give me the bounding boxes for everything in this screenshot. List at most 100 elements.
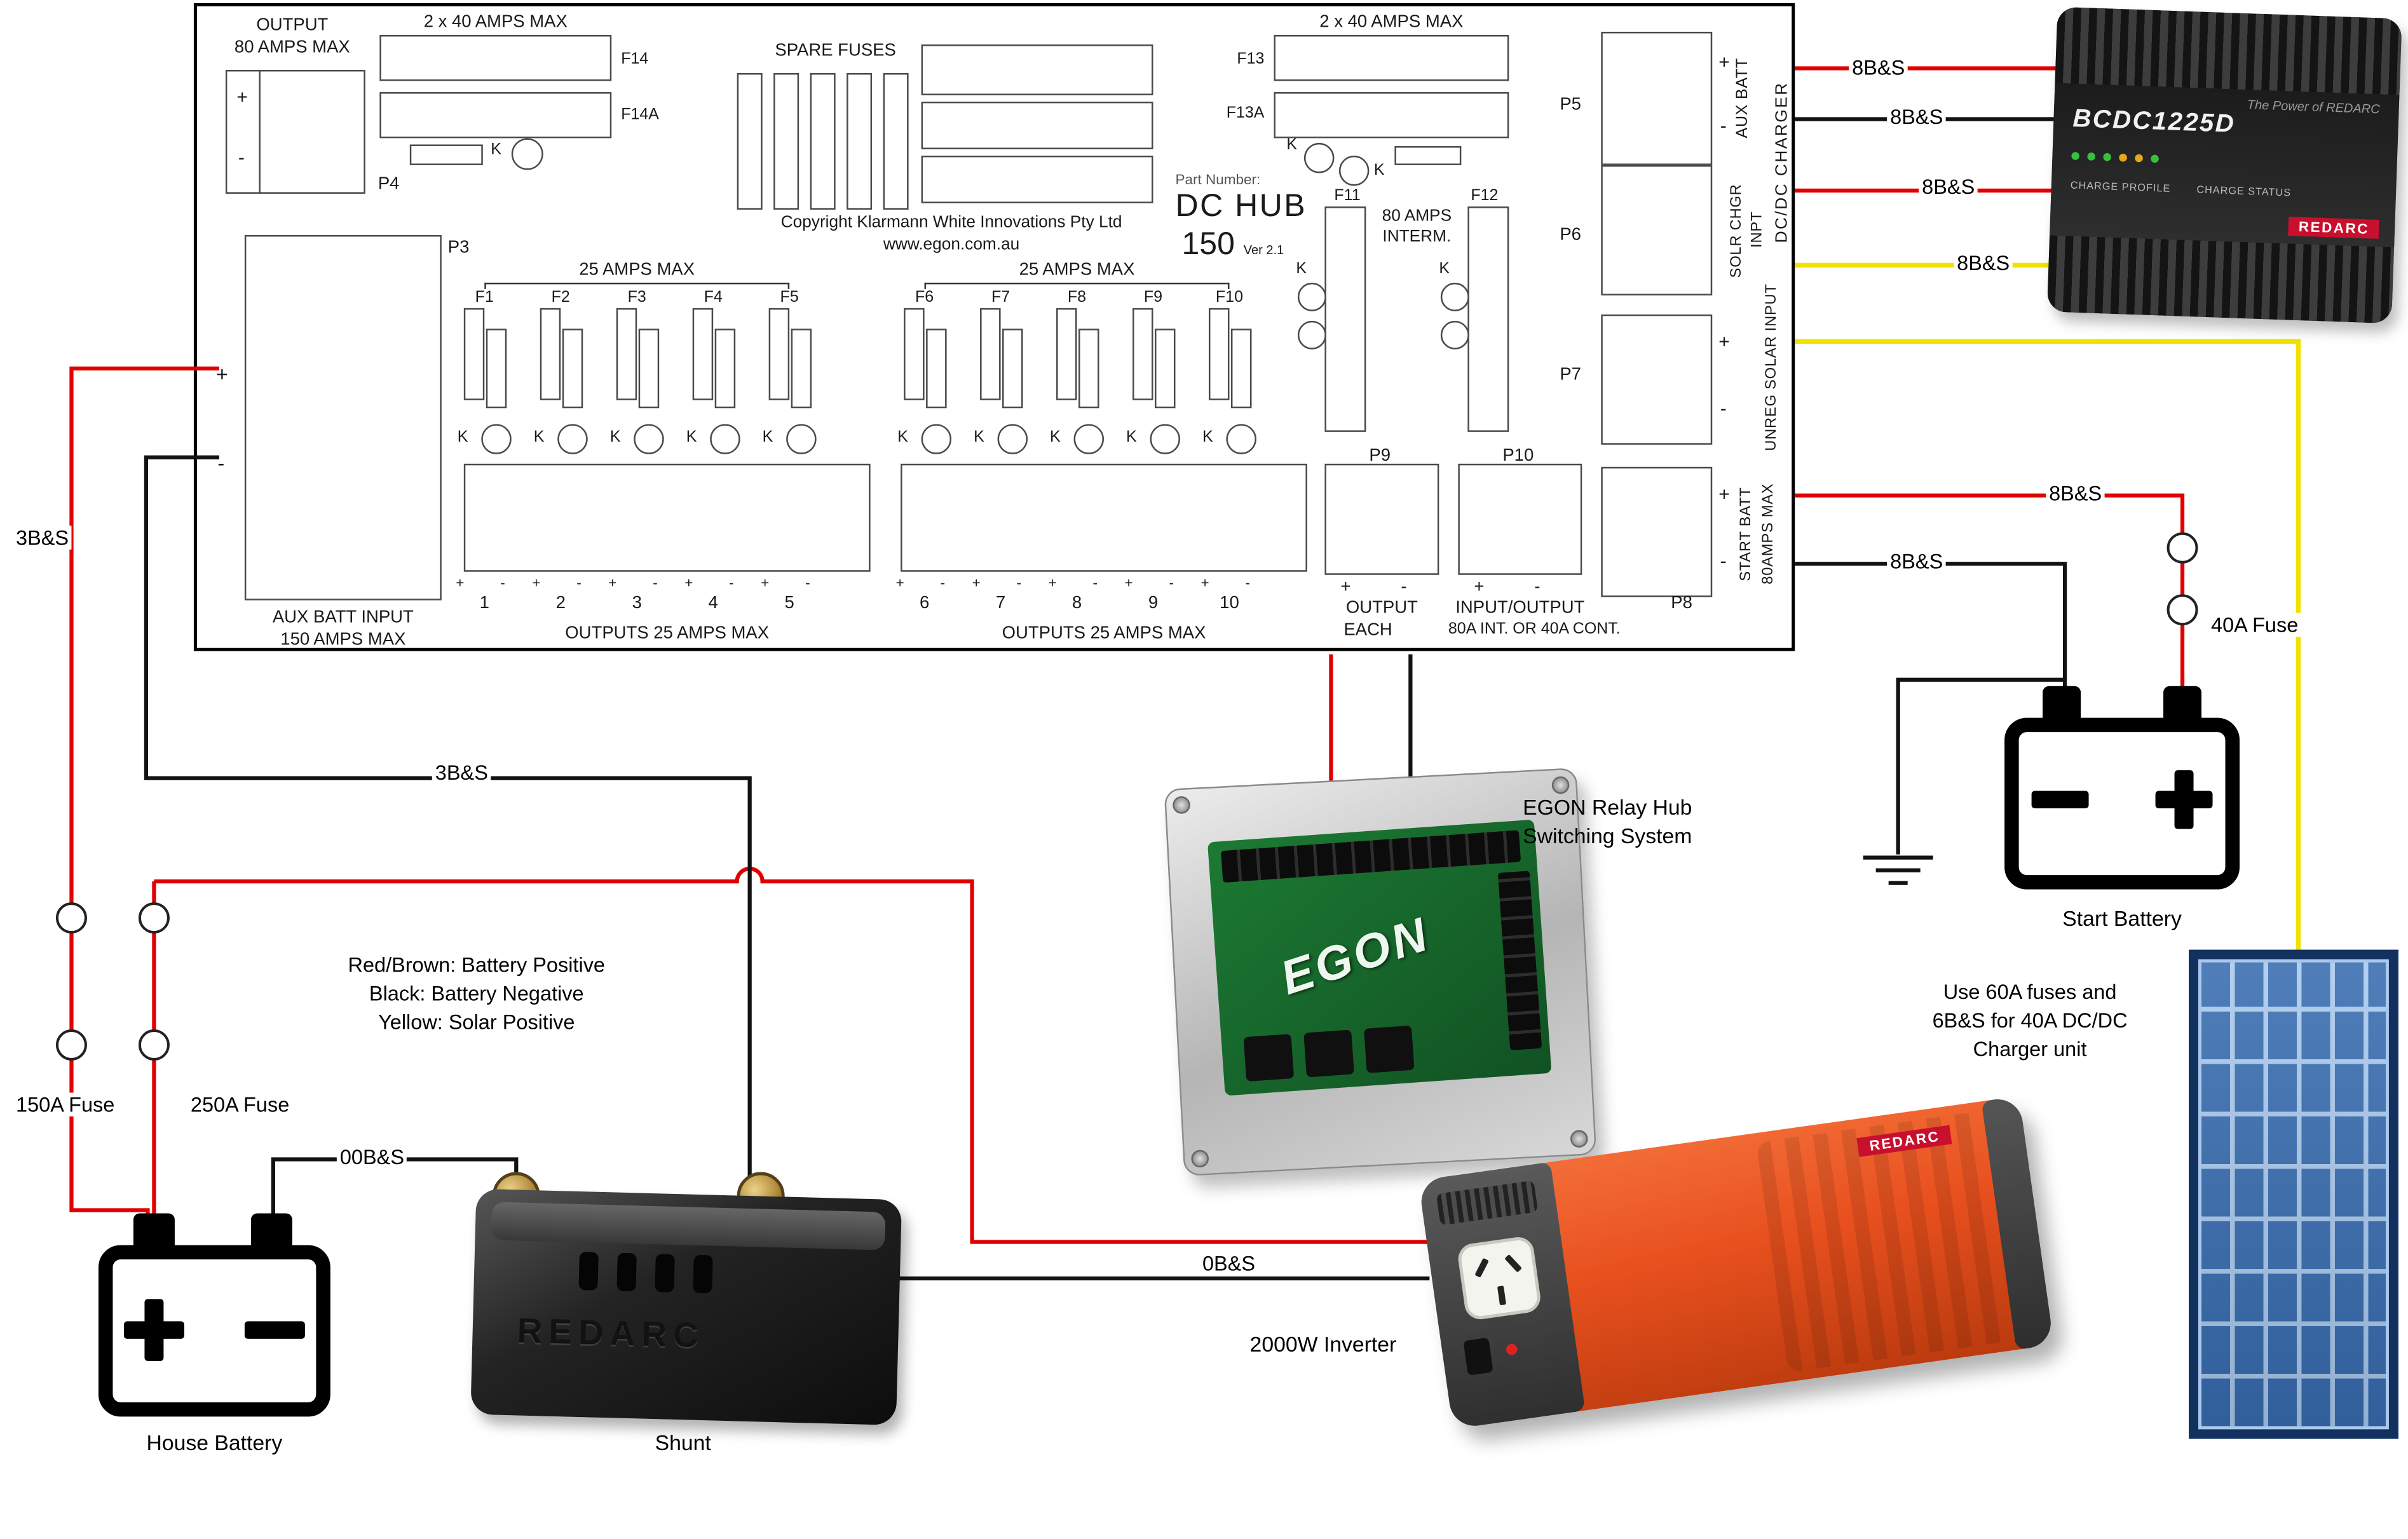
vent-grille xyxy=(1436,1180,1539,1226)
k-label: K xyxy=(686,428,697,447)
inverter-unit: REDARC xyxy=(1394,1061,2078,1474)
wire-ground-branch xyxy=(1896,677,2065,855)
p9-minus: - xyxy=(1401,578,1407,597)
p3-caption1: AUX BATT INPUT xyxy=(272,608,414,628)
k-label: K xyxy=(491,141,501,159)
p5-minus: - xyxy=(1720,114,1727,137)
connector-p6-label: P6 xyxy=(1560,225,1581,245)
fuse-250a-bottom xyxy=(138,1029,170,1061)
spare-fuse-box xyxy=(921,101,1153,149)
connector-p3-label: P3 xyxy=(447,238,470,257)
k-resistor xyxy=(409,144,483,165)
fuse-150a-label: 150A Fuse xyxy=(12,1092,118,1117)
k-circle xyxy=(511,138,543,170)
outlet-slot xyxy=(1504,1254,1522,1273)
fuse-150a-top xyxy=(55,902,87,934)
fuse-body xyxy=(562,329,583,409)
k-circle xyxy=(1297,282,1326,311)
k-circle xyxy=(557,424,588,454)
k-circle xyxy=(1226,424,1256,454)
fuse-body xyxy=(1002,329,1023,409)
wire-label-8bs: 8B&S xyxy=(1887,104,1947,129)
charger-fuse-line1: Use 60A fuses and xyxy=(1943,980,2117,1004)
wire-label-00bs: 00B&S xyxy=(336,1144,408,1169)
fuse-label: F6 xyxy=(915,288,934,307)
k-circle xyxy=(710,424,740,454)
charger-fuse-line2: 6B&S for 40A DC/DC xyxy=(1932,1008,2128,1033)
shunt-caption: Shunt xyxy=(655,1430,711,1455)
led-dot xyxy=(2103,153,2112,161)
p9-caption2: EACH xyxy=(1343,621,1392,641)
led-dot xyxy=(2071,152,2080,160)
connector-p5-label: P5 xyxy=(1560,95,1581,114)
shunt-slot xyxy=(655,1254,675,1292)
k-circle xyxy=(1297,320,1326,349)
k-label: K xyxy=(1126,428,1137,447)
battery-neg-post xyxy=(2043,686,2081,721)
fuse-body xyxy=(463,308,485,400)
shunt-slot xyxy=(693,1254,713,1294)
wire-inverter-pos xyxy=(154,867,1430,1244)
output-number: 7 xyxy=(995,593,1006,613)
color-code-line3: Yellow: Solar Positive xyxy=(378,1010,575,1034)
output-number: 9 xyxy=(1148,593,1159,613)
wire-label-8bs: 8B&S xyxy=(1954,250,2013,275)
fuse-body xyxy=(1230,329,1252,409)
minus-symbol xyxy=(2031,790,2089,809)
shunt-slot xyxy=(578,1252,599,1291)
output-number: 6 xyxy=(919,593,930,613)
charger-fins xyxy=(2046,235,2395,324)
fuse-label: F2 xyxy=(551,288,570,307)
k-circle xyxy=(634,424,664,454)
k-circle xyxy=(997,424,1028,454)
connector-p10-label: P10 xyxy=(1502,446,1534,466)
p8-minus: - xyxy=(1720,549,1727,572)
outputs2-caption: OUTPUTS 25 AMPS MAX xyxy=(1002,624,1206,644)
terminal-minus-label: - xyxy=(1092,574,1098,591)
k-label: K xyxy=(897,428,908,447)
relay-block xyxy=(1243,1034,1295,1082)
fuse-body xyxy=(616,308,637,400)
ground-symbol xyxy=(1863,855,1933,885)
plus-symbol-v xyxy=(2174,770,2194,829)
bank1-title: 25 AMPS MAX xyxy=(579,260,695,280)
k-circle xyxy=(1338,155,1370,186)
plus-symbol-v xyxy=(144,1299,164,1361)
k-label: K xyxy=(1296,260,1307,278)
connector-p6 xyxy=(1601,165,1713,295)
wire-label-8bs: 8B&S xyxy=(1887,549,1947,574)
fuse-f13-label: F13 xyxy=(1237,50,1265,69)
terminal-minus-label: - xyxy=(729,574,734,591)
terminal-minus: - xyxy=(238,146,245,168)
p9-plus: + xyxy=(1340,578,1351,597)
connector-p4-label: P4 xyxy=(378,174,400,194)
k-circle xyxy=(1440,320,1469,349)
connector-p10 xyxy=(1458,463,1582,575)
shunt-body: REDARC xyxy=(470,1188,902,1426)
k-label: K xyxy=(533,428,545,447)
terminal-strip xyxy=(1220,830,1521,883)
wire-label-3bs-left: 3B&S xyxy=(12,525,72,550)
k-circle xyxy=(1440,282,1469,311)
k-label: K xyxy=(1373,161,1385,180)
color-code-line1: Red/Brown: Battery Positive xyxy=(348,953,606,977)
fuse-label: F5 xyxy=(780,288,799,307)
k-circle xyxy=(1073,424,1105,454)
output-number: 5 xyxy=(784,593,794,613)
k-label: K xyxy=(1439,260,1450,278)
shunt-slot xyxy=(616,1252,637,1292)
led-dot xyxy=(2151,154,2160,163)
spare-fuse-slot xyxy=(737,72,763,210)
fuse-label: F3 xyxy=(627,288,646,307)
k-circle xyxy=(481,424,512,454)
outlet-slot xyxy=(1474,1258,1489,1278)
terminal-plus-label: + xyxy=(684,574,693,591)
fuse-body xyxy=(904,308,925,400)
spare-fuse-slot xyxy=(773,72,799,210)
fuse-40a-label: 40A Fuse xyxy=(2208,613,2302,637)
copyright-line: Copyright Klarmann White Innovations Pty… xyxy=(780,212,1122,232)
wire-label-0bs: 0B&S xyxy=(1199,1251,1259,1275)
spare-fuse-box xyxy=(921,44,1153,95)
relay-block xyxy=(1303,1029,1354,1078)
fuse-body xyxy=(1154,329,1176,409)
